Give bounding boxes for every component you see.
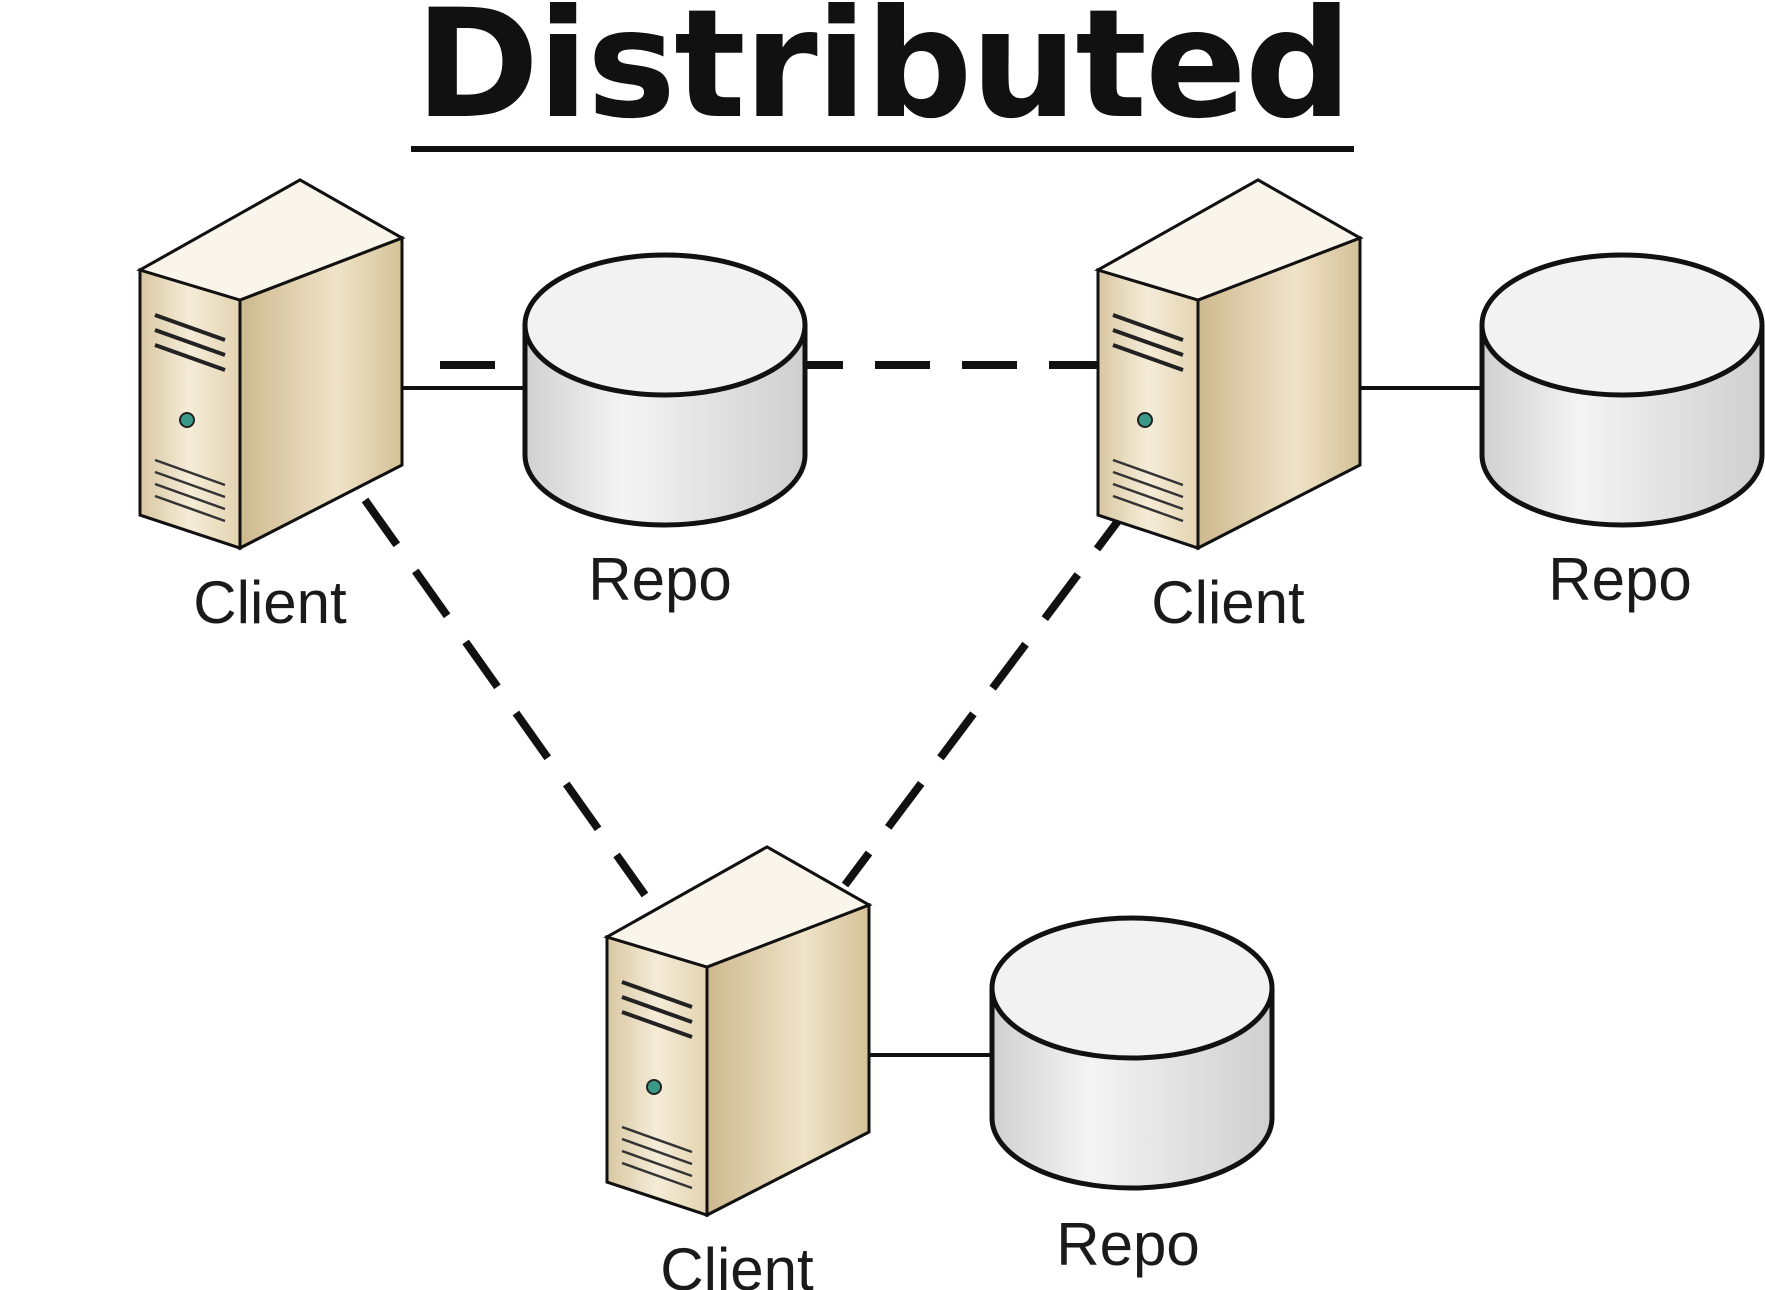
diagram-title: Distributed	[0, 0, 1765, 152]
repo-cylinder-1	[522, 252, 808, 528]
client-label-2: Client	[1151, 569, 1305, 636]
client-label-1: Client	[193, 569, 347, 636]
peer-link-right	[841, 502, 1134, 888]
repo-label-3: Repo	[1056, 1211, 1199, 1278]
repo-cylinder-2	[1479, 252, 1765, 528]
server-icon	[603, 845, 873, 1218]
repo-cylinder-3	[989, 915, 1275, 1191]
server-icon	[1094, 178, 1364, 551]
client-server-1	[136, 178, 406, 551]
repo-label-2: Repo	[1548, 546, 1691, 613]
diagram-title-text: Distributed	[410, 0, 1355, 152]
repo-connectors	[402, 386, 1482, 1057]
client-server-3	[603, 845, 873, 1218]
repo-label-1: Repo	[588, 546, 731, 613]
client-server-2	[1094, 178, 1364, 551]
server-icon	[136, 178, 406, 551]
client-label-3: Client	[660, 1236, 814, 1290]
